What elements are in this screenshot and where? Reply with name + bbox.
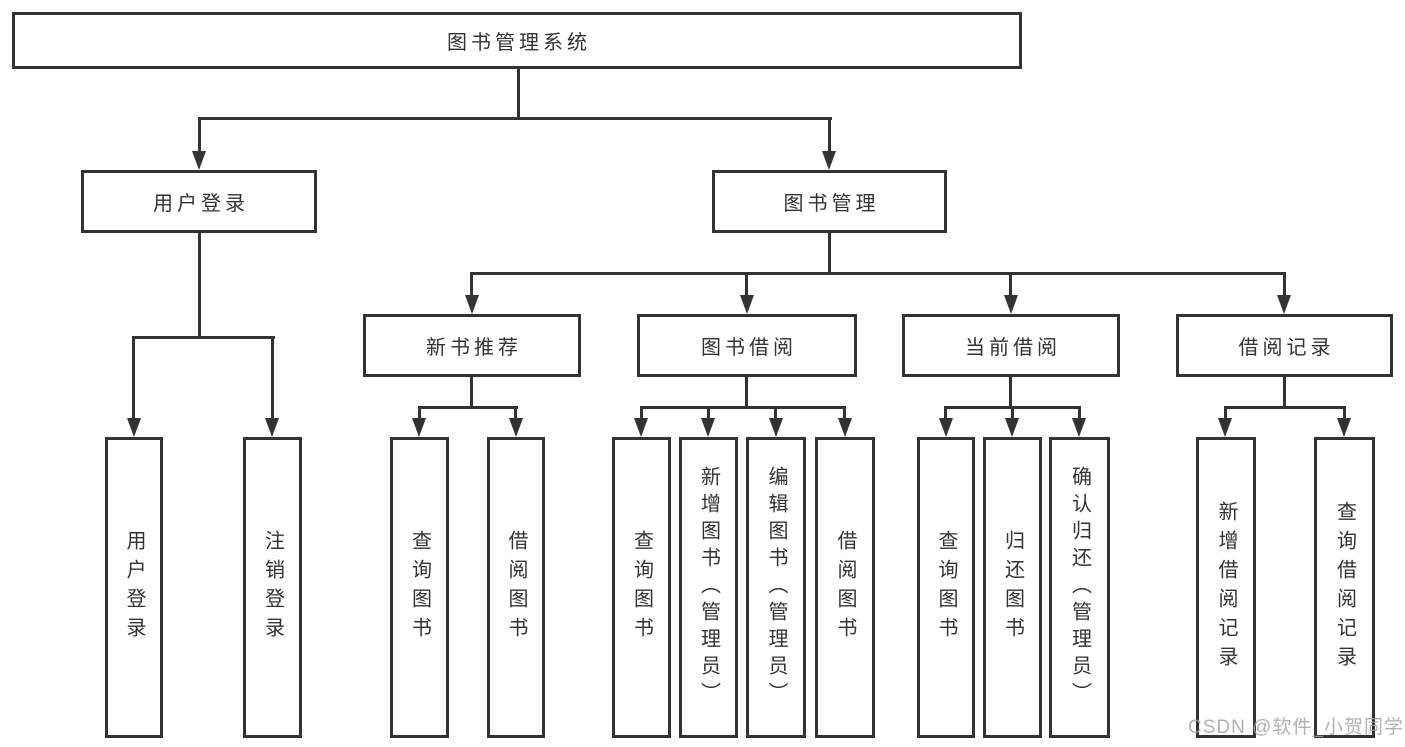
arrowhead-leaf-user-login: [127, 418, 141, 437]
connector-arrow-shaft-return-books: [1011, 406, 1014, 421]
connector-book-borrow-drop: [745, 374, 748, 409]
node-borrow-records: 借阅记录: [1176, 314, 1393, 377]
node-current-borrow: 当前借阅: [902, 314, 1120, 377]
connector-arrow-shaft-new-book: [470, 272, 473, 298]
arrowhead-leaf-logout: [265, 418, 279, 437]
connector-arrow-shaft-query-c: [944, 406, 947, 421]
arrowhead-borrow-b: [838, 418, 852, 437]
leaf-user-login: 用户登录: [105, 437, 163, 738]
node-new-book-recommend: 新书推荐: [363, 314, 581, 377]
leaf-edit-books: 编辑图书（管理员）: [746, 437, 806, 738]
connector-new-book-children-bus: [418, 406, 518, 409]
arrowhead-query-b: [634, 418, 648, 437]
csdn-watermark: CSDN @软件_小贺同学: [1188, 717, 1404, 738]
connector-book-mgmt-drop: [828, 230, 831, 275]
arrowhead-query-record: [1337, 418, 1351, 437]
node-book-management-label: 图书管理: [783, 193, 880, 215]
connector-borrow-records-drop: [1283, 374, 1286, 409]
leaf-confirm-return: 确认归还（管理员）: [1049, 437, 1110, 738]
leaf-borrow-books-a: 借阅图书: [487, 437, 545, 738]
arrowhead-user-login: [192, 151, 206, 170]
node-root: 图书管理系统: [12, 12, 1022, 69]
node-user-login-label: 用户登录: [153, 193, 249, 215]
connector-arrow-shaft-query-record: [1343, 406, 1346, 421]
node-book-borrow-label: 图书借阅: [701, 337, 797, 359]
connector-arrow-shaft-add-books: [707, 406, 710, 421]
arrowhead-edit-books: [769, 418, 783, 437]
arrowhead-query-c: [939, 418, 953, 437]
leaf-query-books-c: 查询图书: [917, 437, 975, 738]
arrowhead-return-books: [1005, 418, 1019, 437]
connector-arrow-shaft-current-borrow: [1009, 272, 1012, 298]
connector-borrow-records-children-bus: [1225, 406, 1346, 409]
connector-arrow-shaft-leaf-user-login: [132, 336, 135, 421]
leaf-query-books-b: 查询图书: [612, 437, 671, 738]
leaf-add-record: 新增借阅记录: [1196, 437, 1256, 738]
connector-arrow-shaft-confirm-return: [1078, 406, 1081, 421]
arrowhead-confirm-return: [1072, 418, 1086, 437]
node-user-login: 用户登录: [81, 170, 317, 233]
leaf-query-books-a: 查询图书: [390, 437, 449, 738]
node-book-borrow: 图书借阅: [637, 314, 857, 377]
connector-arrow-shaft-query-a: [418, 406, 421, 421]
node-book-management: 图书管理: [712, 170, 947, 233]
connector-arrow-shaft-borrow-records: [1283, 272, 1286, 298]
connector-new-book-drop: [470, 374, 473, 409]
connector-level3-bus: [471, 272, 1285, 275]
arrowhead-book-borrow: [740, 295, 754, 314]
connector-arrow-shaft-edit-books: [774, 406, 777, 421]
node-current-borrow-label: 当前借阅: [965, 337, 1061, 359]
arrowhead-add-books: [701, 418, 715, 437]
arrowhead-add-record: [1218, 418, 1232, 437]
arrowhead-current-borrow: [1004, 295, 1018, 314]
connector-current-borrow-drop: [1009, 374, 1012, 409]
connector-root-drop: [517, 66, 520, 119]
connector-arrow-shaft-leaf-logout: [271, 336, 274, 421]
connector-arrow-shaft-borrow-a: [514, 406, 517, 421]
connector-arrow-shaft-user-login: [198, 117, 201, 153]
connector-arrow-shaft-add-record: [1224, 406, 1227, 421]
connector-level2-bus: [198, 117, 832, 120]
connector-user-children-bus: [132, 336, 275, 339]
connector-arrow-shaft-borrow-b: [843, 406, 846, 421]
connector-arrow-shaft-book-mgmt: [828, 117, 831, 153]
connector-book-borrow-children-bus: [640, 406, 846, 409]
leaf-borrow-books-b: 借阅图书: [815, 437, 875, 738]
arrowhead-book-mgmt: [822, 151, 836, 170]
leaf-add-books: 新增图书（管理员）: [679, 437, 738, 738]
leaf-logout: 注销登录: [243, 437, 302, 738]
connector-arrow-shaft-book-borrow: [745, 272, 748, 298]
node-new-book-recommend-label: 新书推荐: [426, 337, 522, 359]
arrowhead-query-a: [412, 418, 426, 437]
arrowhead-new-book: [465, 295, 479, 314]
arrowhead-borrow-records: [1277, 295, 1291, 314]
leaf-return-books: 归还图书: [983, 437, 1042, 738]
node-root-label: 图书管理系统: [447, 32, 591, 54]
arrowhead-borrow-a: [509, 418, 523, 437]
connector-user-drop: [198, 230, 201, 339]
node-borrow-records-label: 借阅记录: [1238, 337, 1335, 359]
leaf-query-record: 查询借阅记录: [1314, 437, 1375, 738]
connector-arrow-shaft-query-b: [640, 406, 643, 421]
